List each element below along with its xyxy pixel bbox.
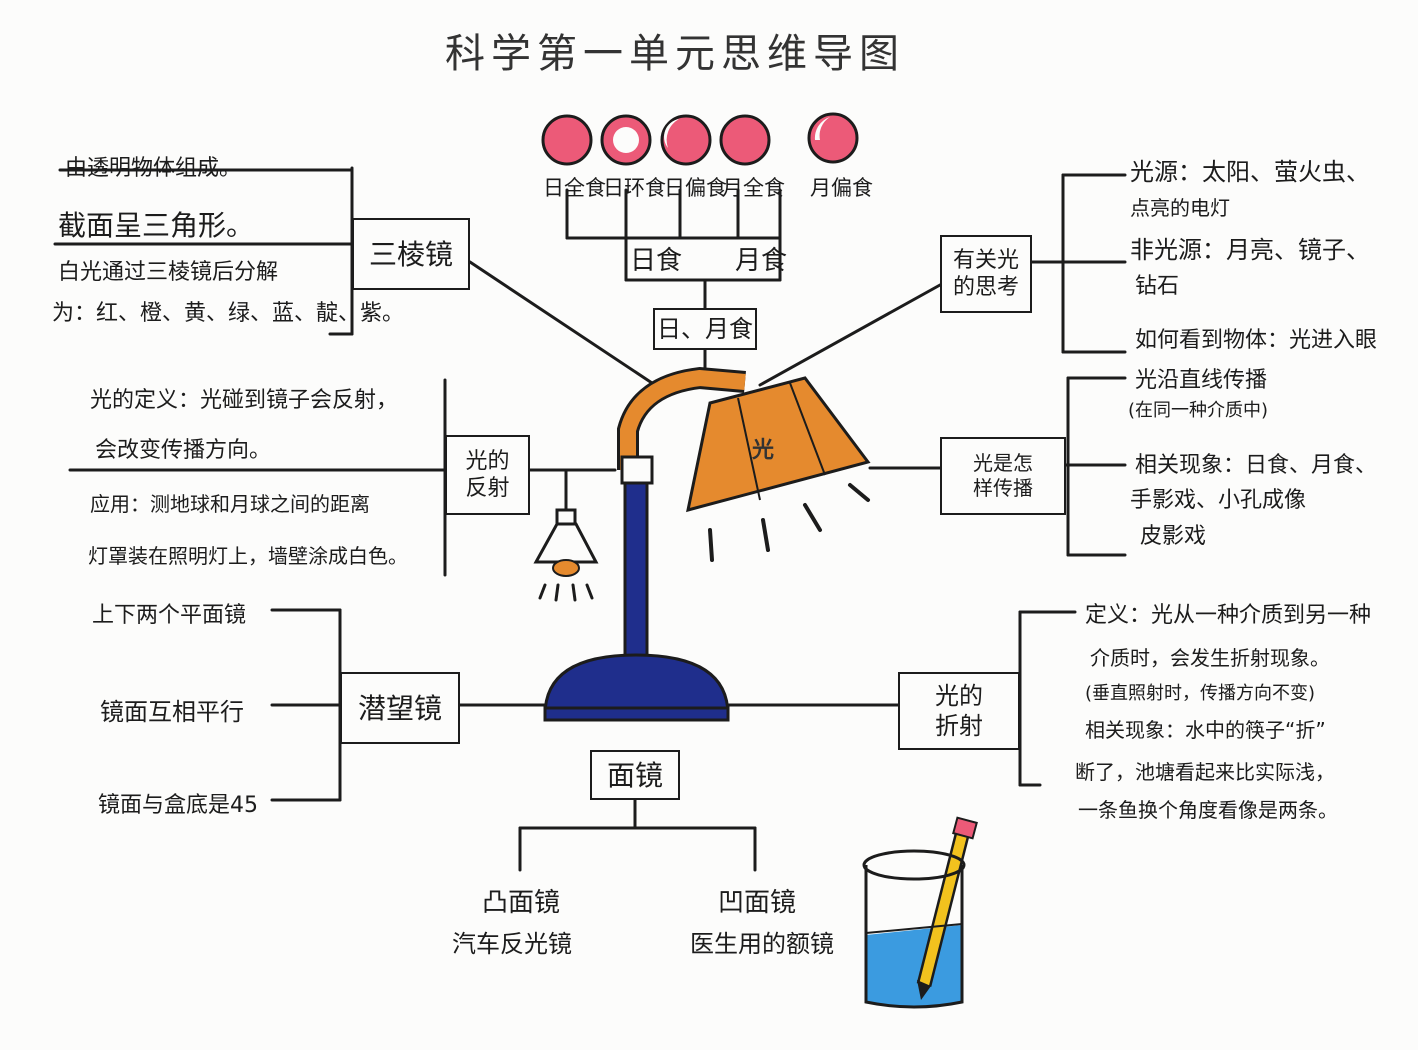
prism-detail-text: 截面呈三角形。: [58, 209, 255, 242]
propagation-detail-text: 相关现象：日食、月食、: [1135, 453, 1378, 478]
lamp-shade-mark: 光: [752, 438, 775, 463]
propagation-detail-text: (在同一种介质中): [1128, 400, 1269, 421]
face-mirror-box: 面镜: [590, 750, 680, 800]
hanging-bulb-icon: [533, 470, 599, 602]
light-propagation-box: 光是怎样传播: [940, 437, 1066, 515]
eclipse-phase-label: 日环食: [603, 176, 666, 200]
reflection-detail-text: 光的定义：光碰到镜子会反射，: [90, 388, 399, 413]
prism-detail-text: 由透明物体组成。: [65, 156, 242, 181]
propagation-detail-text: 光沿直线传播: [1135, 368, 1268, 393]
beaker-with-pencil-illustration: [862, 816, 978, 1009]
light-thinking-box: 有关光的思考: [940, 235, 1032, 313]
periscope-detail-text: 镜面互相平行: [100, 698, 244, 726]
reflection-detail-text: 会改变传播方向。: [95, 438, 272, 463]
light-source-text: 光源：太阳、萤火虫、: [1130, 158, 1370, 186]
refraction-detail-text: (垂直照射时，传播方向不变): [1085, 683, 1316, 704]
refraction-detail-text: 断了，池塘看起来比实际浅，: [1075, 760, 1335, 784]
reflection-detail-text: 应用：测地球和月球之间的距离: [90, 492, 370, 516]
full-circle-icon: [719, 114, 771, 166]
convex-mirror-use: 汽车反光镜: [452, 930, 572, 958]
desk-lamp-illustration: [543, 366, 871, 722]
periscope-detail-text: 上下两个平面镜: [92, 603, 247, 628]
concave-mirror-label: 凹面镜: [718, 888, 797, 918]
reflection-detail-text: 灯罩装在照明灯上，墙壁涂成白色。: [88, 544, 408, 568]
non-light-source-text: 非光源：月亮、镜子、: [1130, 236, 1370, 264]
refraction-detail-text: 一条鱼换个角度看像是两条。: [1078, 798, 1338, 822]
reflection-box: 光的反射: [445, 435, 530, 515]
light-source-text: 点亮的电灯: [1130, 196, 1230, 220]
lunar-eclipse-label: 月食: [735, 246, 788, 276]
lamp-shade: [686, 376, 871, 513]
eclipse-circles: [541, 112, 859, 166]
eclipse-phase-label: 日全食: [543, 176, 606, 200]
convex-mirror-label: 凸面镜: [482, 888, 561, 918]
eclipse-phase-label: 日偏食: [664, 176, 727, 200]
propagation-detail-text: 皮影戏: [1140, 524, 1207, 549]
page-title: 科学第一单元思维导图: [445, 31, 905, 77]
partial-circle-icon: [660, 114, 712, 166]
periscope-detail-text: 镜面与盒底是45: [98, 793, 258, 818]
refraction-box: 光的折射: [898, 672, 1020, 750]
propagation-detail-text: 手影戏、小孔成像: [1130, 488, 1307, 513]
eclipse-phase-label: 月偏食: [810, 176, 873, 200]
prism-box: 三棱镜: [352, 218, 470, 290]
eclipse-phase-label: 月全食: [722, 176, 785, 200]
refraction-detail-text: 相关现象：水中的筷子“折”: [1085, 718, 1326, 742]
non-light-source-text: 钻石: [1135, 274, 1180, 299]
prism-detail-text: 为：红、橙、黄、绿、蓝、靛、紫。: [52, 301, 405, 326]
full-circle-icon: [541, 114, 593, 166]
periscope-box: 潜望镜: [340, 672, 460, 744]
solar-eclipse-label: 日食: [630, 246, 683, 276]
see-object-text: 如何看到物体：光进入眼: [1135, 328, 1378, 353]
prism-detail-text: 白光通过三棱镜后分解: [58, 260, 279, 285]
refraction-detail-text: 介质时，会发生折射现象。: [1090, 646, 1330, 670]
eclipse-center-box: 日、月食: [653, 308, 757, 350]
concave-mirror-use: 医生用的额镜: [690, 930, 834, 958]
refraction-detail-text: 定义：光从一种介质到另一种: [1085, 603, 1372, 628]
